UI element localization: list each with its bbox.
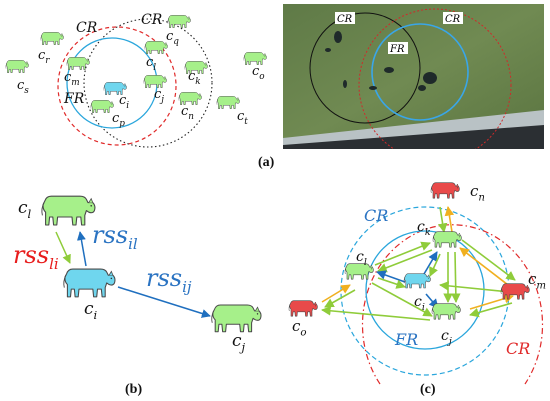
cow-label-c-k: ck (188, 69, 201, 87)
panel-b: cl ci cj rssli rssil rssij (13, 195, 262, 354)
c-fr-label: FR (394, 330, 418, 349)
fr-label: FR (63, 91, 85, 107)
c-cr-blue-label: CR (364, 206, 388, 225)
cow-icon (211, 304, 262, 333)
c-edges (321, 206, 516, 321)
arrow-rss-il (76, 231, 87, 267)
cr-black-circle (83, 18, 213, 148)
cow-label-c-r: cr (38, 48, 50, 66)
cow-icon (90, 100, 114, 113)
cow-icon (403, 273, 431, 289)
caption-a: (a) (258, 155, 275, 170)
photo-cr-black-circle (309, 12, 421, 124)
cow-label-c-m: cm (64, 70, 80, 88)
cow-icon (430, 182, 460, 199)
cow-label-c-l: cl (146, 55, 156, 73)
cow-label-c-m: cm (528, 270, 546, 292)
caption-b: (b) (125, 382, 142, 397)
photo-label-cr-right: CR (443, 12, 463, 25)
cow-icon (500, 283, 530, 300)
c-cr-red-arc (361, 224, 544, 385)
cow-icon (344, 263, 374, 280)
cow-icon (178, 92, 202, 105)
cow-label-c-n: cn (181, 104, 194, 122)
cow-label-c-k: ck (417, 219, 431, 238)
panel-c: CR CR FR (288, 182, 546, 385)
svg-text:CR: CR (445, 14, 461, 25)
svg-text:FR: FR (389, 44, 405, 55)
rss-ij-label: rssij (146, 264, 192, 296)
cow-icon (143, 75, 167, 88)
cow-label-c-p: cp (112, 111, 125, 129)
cow-icon (243, 52, 267, 65)
cr-red-circle (57, 26, 177, 146)
cow-icon (40, 32, 64, 45)
rss-il-label: rssil (92, 221, 138, 253)
cow-label-c-i: ci (414, 294, 425, 313)
arrow-rss-ij (117, 286, 211, 318)
cow-icon (144, 41, 168, 54)
cow-label-c-j: cj (232, 331, 246, 354)
svg-text:CR: CR (337, 14, 353, 25)
c-cr-red-label: CR (506, 339, 530, 358)
cow-label-c-l: cl (18, 198, 32, 221)
cow-icon (432, 231, 462, 248)
cow-icon (63, 268, 116, 298)
cow-icon (167, 15, 191, 28)
cow-icon (41, 195, 96, 226)
cr-black-label: CR (141, 12, 163, 28)
cow-label-c-i: ci (119, 93, 129, 111)
photo-cr-red-circle (358, 8, 512, 149)
cow-icon (5, 60, 29, 73)
cow-label-c-n: cn (470, 182, 485, 204)
cow-label-c-s: cs (17, 78, 29, 96)
cow-label-c-o: co (292, 317, 307, 339)
photo-label-fr: FR (388, 42, 408, 55)
cow-label-c-l: cl (356, 249, 367, 268)
cow-label-c-q: cq (166, 29, 179, 47)
cow-label-c-t: ct (237, 109, 248, 127)
panel-a-photo: CR CR FR (283, 4, 544, 149)
cow-icon (216, 96, 240, 109)
cr-red-label: CR (76, 20, 98, 36)
cow-label-c-j: cj (154, 87, 164, 105)
rss-li-label: rssli (13, 241, 59, 273)
photo-fr-circle (371, 23, 469, 121)
photo-animals (325, 31, 437, 91)
arrow-rss-li (55, 231, 71, 264)
cow-label-c-j: cj (441, 328, 452, 347)
cow-label-c-i: ci (84, 299, 98, 322)
cow-label-c-o: co (252, 64, 265, 82)
cow-icon (288, 300, 318, 317)
cow-icon (431, 303, 461, 320)
photo-label-cr-left: CR (335, 12, 355, 25)
caption-c: (c) (420, 382, 436, 397)
